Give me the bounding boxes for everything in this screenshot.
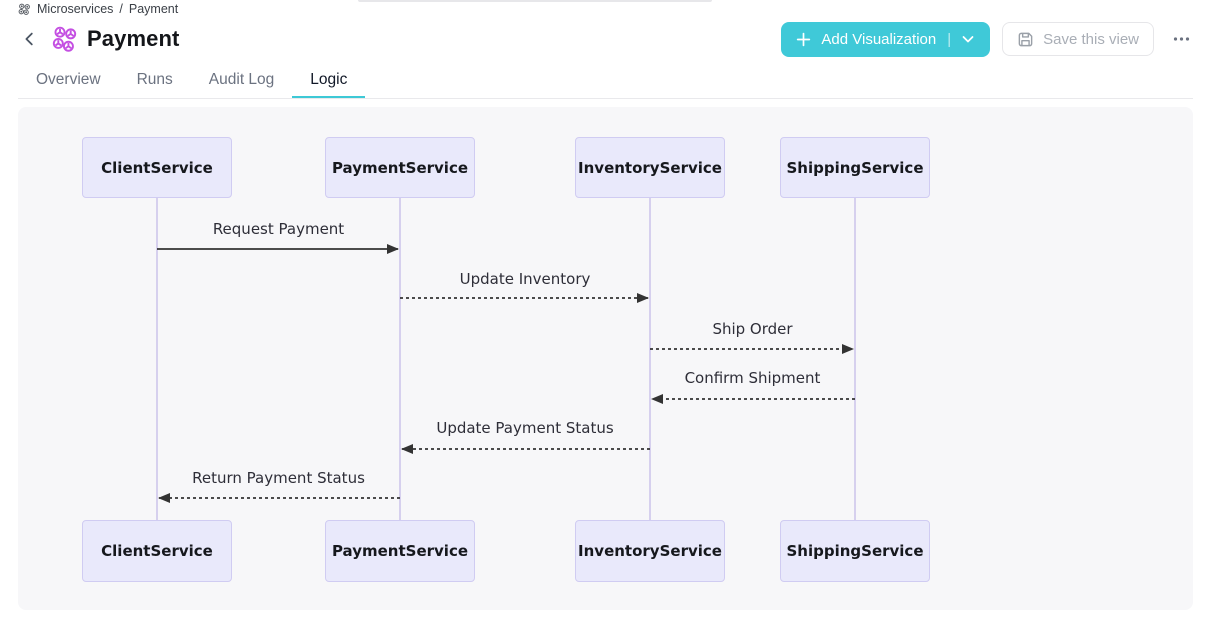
title-row: Payment Add Visualization | Save this vi… <box>18 20 1197 58</box>
lifeline <box>156 198 158 520</box>
participant-box-top: InventoryService <box>575 137 725 198</box>
chevron-down-icon[interactable] <box>960 31 976 47</box>
header-actions: Add Visualization | Save this view <box>781 21 1197 57</box>
breadcrumb-separator: / <box>119 2 123 16</box>
save-icon <box>1018 32 1033 46</box>
tab-logic[interactable]: Logic <box>292 62 366 99</box>
add-visualization-button[interactable]: Add Visualization | <box>781 21 991 57</box>
payment-cluster-icon <box>52 26 77 52</box>
tab-overview[interactable]: Overview <box>36 71 101 88</box>
chevron-left-icon <box>25 32 33 46</box>
tab-bar: Overview Runs Audit Log Logic <box>18 62 1193 99</box>
participant-box-top: ShippingService <box>780 137 930 198</box>
message-label: Confirm Shipment <box>684 369 821 387</box>
participant-box-bottom: ClientService <box>82 520 232 582</box>
lifeline <box>399 198 401 520</box>
page-title: Payment <box>87 26 180 51</box>
message-label: Return Payment Status <box>192 469 365 487</box>
button-divider: | <box>947 30 952 48</box>
participant-box-top: PaymentService <box>325 137 475 198</box>
message-label: Ship Order <box>712 320 793 338</box>
more-options-button[interactable] <box>1166 27 1197 51</box>
breadcrumb-item-microservices[interactable]: Microservices <box>37 2 114 16</box>
ellipsis-icon <box>1173 37 1190 41</box>
back-button[interactable] <box>18 27 42 51</box>
breadcrumb: Microservices / Payment <box>18 1 178 17</box>
participant-box-bottom: PaymentService <box>325 520 475 582</box>
breadcrumb-item-payment[interactable]: Payment <box>128 2 179 16</box>
top-popover-edge <box>358 0 712 2</box>
lifeline <box>854 198 856 520</box>
participant-box-bottom: ShippingService <box>780 520 930 582</box>
save-view-label: Save this view <box>1043 30 1139 48</box>
header-divider <box>18 98 1193 99</box>
microservices-cluster-icon <box>18 3 30 15</box>
participant-box-bottom: InventoryService <box>575 520 725 582</box>
message-label: Update Inventory <box>459 270 591 288</box>
participant-box-top: ClientService <box>82 137 232 198</box>
message-label: Update Payment Status <box>436 419 614 437</box>
save-view-button[interactable]: Save this view <box>1002 22 1154 56</box>
tab-audit-log[interactable]: Audit Log <box>208 71 275 88</box>
plus-icon <box>797 32 811 46</box>
message-label: Request Payment <box>212 220 345 238</box>
add-visualization-label: Add Visualization <box>821 30 937 48</box>
tab-runs[interactable]: Runs <box>136 71 173 88</box>
title-group: Payment <box>18 26 179 53</box>
lifeline <box>649 198 651 520</box>
